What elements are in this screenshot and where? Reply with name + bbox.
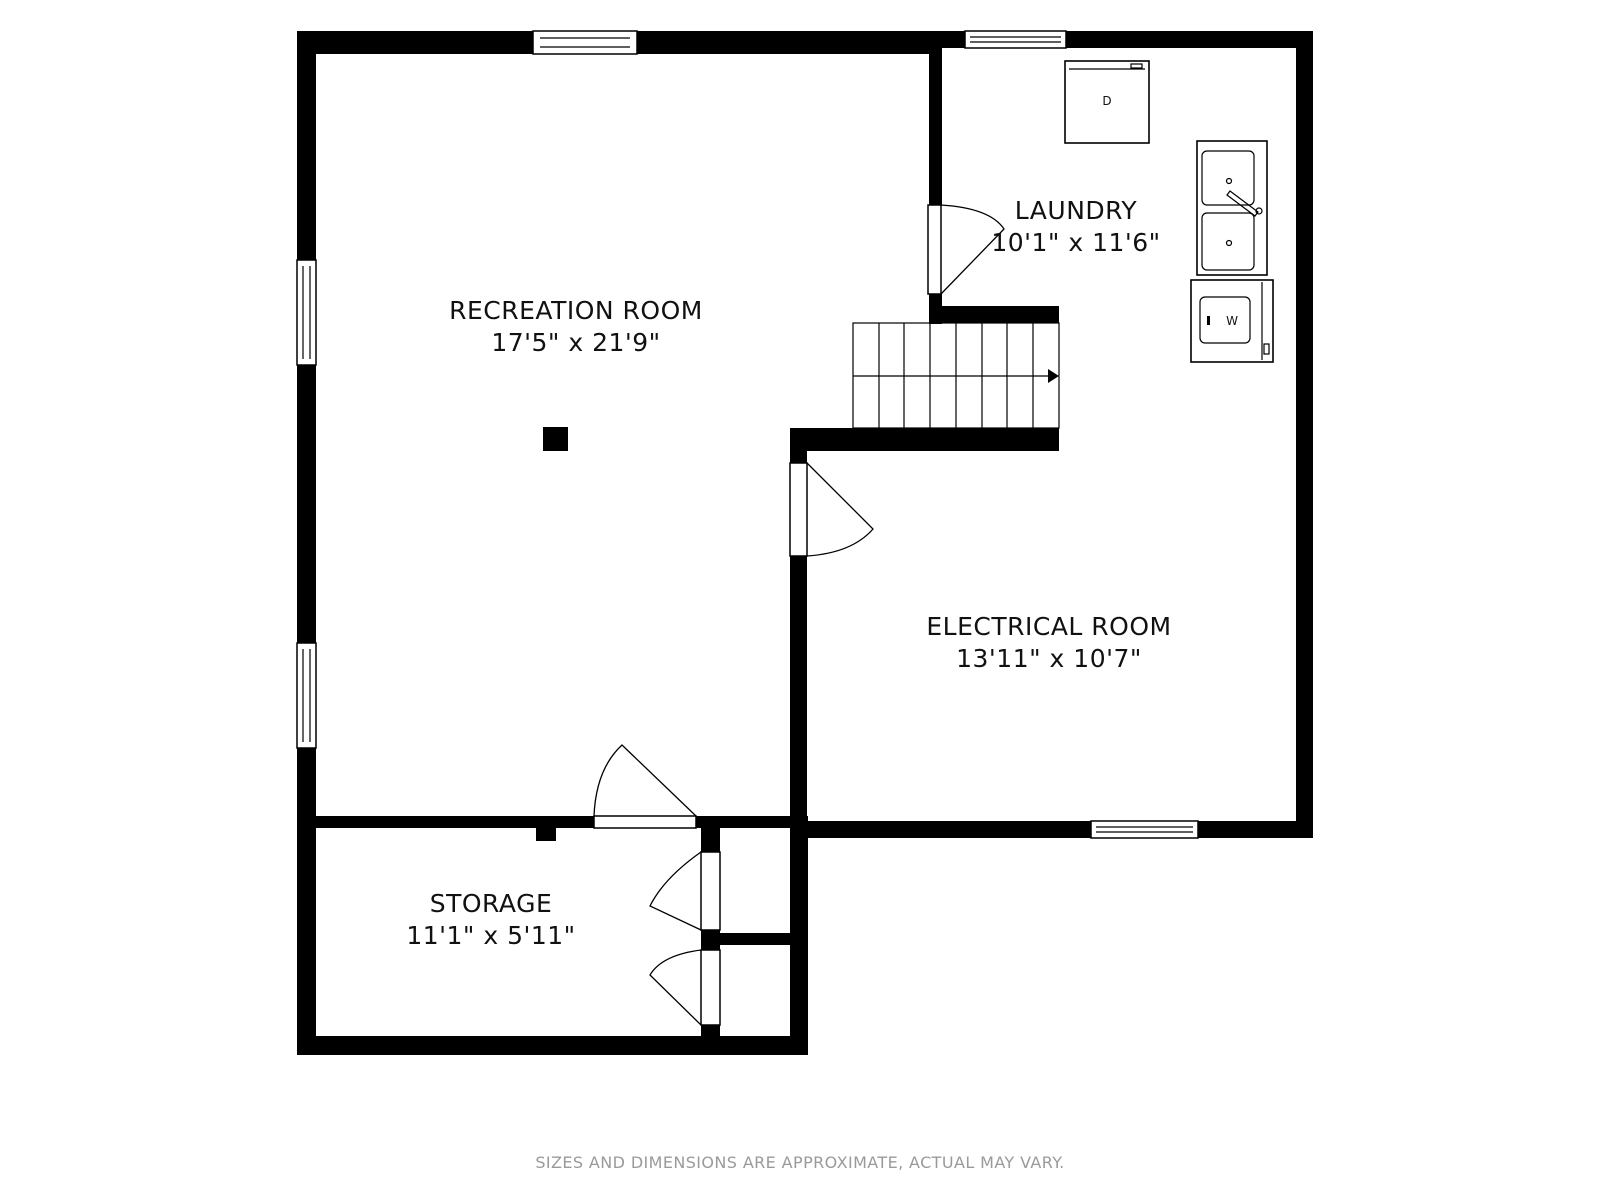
electrical-room-name: ELECTRICAL ROOM (926, 612, 1171, 641)
window-top-laundry (964, 30, 1067, 49)
wall-stair-bottom (790, 428, 1059, 451)
wall-bottom-electrical (790, 821, 1313, 838)
wall-closet-left-top (701, 821, 720, 852)
washer-label: W (1226, 314, 1238, 328)
window-bottom-electrical (1090, 820, 1199, 839)
washer: W (1190, 279, 1274, 363)
storage-name: STORAGE (430, 889, 553, 918)
dryer: D (1064, 60, 1150, 144)
window-left-upper (296, 259, 317, 366)
stair-arrow-icon (1048, 369, 1059, 383)
window-top-recreation (532, 30, 638, 55)
wall-bump (536, 826, 556, 841)
disclaimer-text: SIZES AND DIMENSIONS ARE APPROXIMATE, AC… (535, 1153, 1064, 1172)
dryer-label: D (1102, 94, 1111, 108)
wall-closet-left-bottom (701, 1025, 720, 1055)
wall-bottom-storage (297, 1036, 808, 1055)
door-electrical (789, 462, 874, 557)
windows (296, 30, 1199, 839)
wall-right (1296, 31, 1313, 838)
wall-closet-divider (701, 933, 808, 945)
laundry-name: LAUNDRY (1015, 196, 1138, 225)
wall-left (297, 31, 316, 1055)
door-closet-lower (649, 949, 721, 1026)
door-closet-upper (649, 851, 721, 931)
door-laundry (927, 204, 1005, 295)
column (543, 427, 568, 451)
room-label-electrical: ELECTRICAL ROOM 13'11" x 10'7" (926, 612, 1171, 673)
wall-stair-top (929, 306, 1059, 323)
electrical-room-size: 13'11" x 10'7" (956, 644, 1142, 673)
laundry-sink (1196, 140, 1268, 276)
wall-rec-electrical-lower (790, 556, 807, 838)
room-label-recreation: RECREATION ROOM 17'5" x 21'9" (449, 296, 703, 357)
wall-rec-laundry (929, 31, 942, 206)
stairs (852, 322, 1060, 429)
recreation-room-size: 17'5" x 21'9" (491, 328, 660, 357)
room-label-storage: STORAGE 11'1" x 5'11" (406, 889, 575, 950)
doors (593, 204, 1005, 1026)
room-label-laundry: LAUNDRY 10'1" x 11'6" (991, 196, 1160, 257)
laundry-size: 10'1" x 11'6" (991, 228, 1160, 257)
window-left-lower (296, 642, 317, 749)
recreation-room-name: RECREATION ROOM (449, 296, 703, 325)
door-storage (593, 744, 697, 829)
storage-size: 11'1" x 5'11" (406, 921, 575, 950)
